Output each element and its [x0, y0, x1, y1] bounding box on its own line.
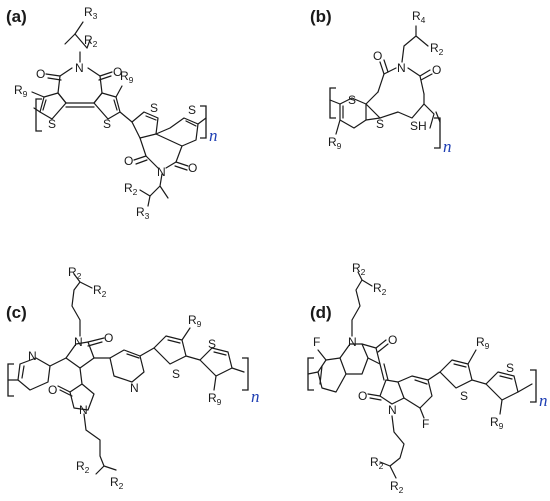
panel-d-O1: O	[388, 333, 397, 347]
panel-d-F1: F	[313, 335, 320, 349]
panel-b-S2: S	[376, 117, 384, 131]
panel-b-S1: S	[348, 93, 356, 107]
panel-a-S3: S	[150, 101, 158, 115]
panel-d-bracket-right	[530, 369, 537, 403]
panel-c-R9-bot: R9	[208, 391, 222, 407]
panel-a-N1: N	[75, 61, 84, 75]
panel-a-bracket-left	[35, 98, 42, 132]
panel-c-N-bot: N	[79, 403, 88, 417]
panel-a-O2: O	[113, 65, 122, 79]
panel-label-c: (c)	[6, 303, 27, 322]
panel-a-repeat-n: n	[209, 126, 218, 145]
panel-d-R2a-bot: R2	[370, 455, 384, 471]
panel-a-thiophene-third	[131, 111, 159, 139]
panel-d: (d) R2 R2 F N O O N F	[307, 261, 548, 495]
panel-d-bithiophene	[439, 349, 533, 415]
panel-c-R9-top: R9	[188, 313, 202, 329]
panel-d-F2: F	[422, 417, 429, 431]
panel-b-side-chain	[401, 25, 429, 63]
panel-a-R2-bottom: R2	[124, 181, 138, 197]
panel-a-R9-right: R9	[120, 69, 134, 85]
panel-a-R3-bottom: R3	[136, 205, 150, 221]
panel-d-S2: S	[506, 361, 514, 375]
panel-d-N2: N	[388, 403, 397, 417]
panel-a-S1: S	[48, 117, 56, 131]
panel-a-O3: O	[124, 154, 133, 168]
panel-c-O-top: O	[104, 331, 113, 345]
panel-d-repeat-n: n	[539, 391, 548, 410]
panel-c-N-top: N	[74, 335, 83, 349]
panel-d-isoindigo-core	[307, 339, 441, 419]
panel-a-S2: S	[103, 117, 111, 131]
panel-a-bracket-right	[200, 105, 207, 139]
panel-a-O1: O	[36, 67, 45, 81]
panel-a-R2-top: R2	[84, 33, 98, 49]
panel-c-S2: S	[208, 337, 216, 351]
panel-a-bottom-imide-ring	[133, 137, 189, 199]
panel-d-R2b-bot: R2	[390, 479, 404, 495]
panel-a-thiophene-middle	[65, 92, 121, 120]
panel-c-S1: S	[172, 367, 180, 381]
panel-c-top-side-chain	[71, 273, 93, 337]
panel-c-repeat-n: n	[251, 387, 260, 406]
panel-b-bracket-left	[329, 87, 336, 119]
panel-d-R2b-top: R2	[373, 281, 387, 297]
panel-a-O4: O	[188, 161, 197, 175]
panel-b-R2: R2	[430, 41, 444, 57]
panel-d-R9-bot: R9	[490, 415, 504, 431]
panel-c: (c) R2 R2 N O O N N	[6, 265, 260, 491]
panel-c-bithiophene	[153, 327, 245, 391]
panel-c-R2a-bot: R2	[76, 459, 90, 475]
panel-c-pyridine-right	[109, 347, 155, 383]
panel-c-N-pyridine-1: N	[28, 349, 37, 363]
panel-c-bracket-left	[7, 363, 14, 397]
panel-b: (b) R4 R2 N O O S S SH R9 n	[310, 7, 452, 156]
panel-a-R3-top: R3	[84, 5, 98, 21]
panel-label-d: (d)	[310, 303, 332, 322]
panel-d-bracket-left	[307, 357, 314, 391]
panel-c-R2b-bot: R2	[110, 475, 124, 491]
panel-a-top-side-chain	[64, 21, 91, 63]
panel-d-top-side-chain	[351, 271, 373, 337]
panel-b-O1: O	[373, 49, 382, 63]
panel-c-dpp-core	[49, 337, 111, 411]
panel-d-S1: S	[460, 389, 468, 403]
panel-b-R9: R9	[328, 135, 342, 151]
panel-c-pyridine-left	[7, 357, 51, 391]
panel-a-thiophene-fourth	[155, 117, 207, 147]
panel-a-R9-left: R9	[14, 83, 28, 99]
panel-c-bottom-side-chain	[83, 413, 117, 475]
panel-d-R2a-top: R2	[352, 261, 366, 277]
panel-b-R4: R4	[412, 9, 426, 25]
panel-d-O2: O	[358, 389, 367, 403]
panel-a-S4: S	[188, 103, 196, 117]
panel-c-R2b-top: R2	[93, 283, 107, 299]
panel-c-R2a-top: R2	[68, 265, 82, 281]
panel-label-b: (b)	[310, 7, 332, 26]
panel-a-N2: N	[157, 165, 166, 179]
panel-b-bracket-right	[434, 117, 441, 149]
panel-a: (a) R3 R2 N O O	[6, 5, 218, 221]
panel-d-R9-top: R9	[476, 335, 490, 351]
panel-b-O2: O	[432, 63, 441, 77]
panel-b-repeat-n: n	[443, 137, 452, 156]
panel-c-N-pyridine-2: N	[130, 381, 139, 395]
panel-b-SH: SH	[410, 119, 427, 133]
panel-a-thiophene-left	[33, 92, 67, 120]
panel-c-O-bot: O	[48, 383, 57, 397]
panel-d-bottom-side-chain	[379, 415, 405, 479]
panel-d-N1: N	[348, 335, 357, 349]
panel-b-N1: N	[397, 61, 406, 75]
panel-c-bracket-right	[242, 357, 249, 391]
panel-label-a: (a)	[6, 7, 27, 26]
